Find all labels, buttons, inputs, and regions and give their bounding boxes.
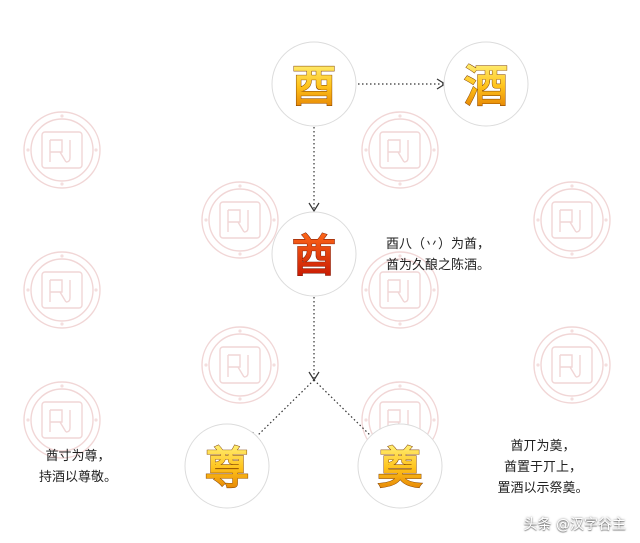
char-jiu: 酒 (464, 61, 508, 112)
note-zun: 酋寸为尊， 持酒以尊敬。 (38, 449, 117, 485)
char-qiu: 酋 (292, 231, 336, 282)
char-dian: 奠 (378, 443, 423, 494)
node-dian: 奠 (357, 423, 443, 509)
watermark-seal (201, 326, 279, 404)
connector-split-to-dian (313, 379, 376, 441)
attribution-watermark: 头条 @汉字谷主 (523, 517, 626, 533)
node-jiu: 酒 (443, 41, 529, 127)
watermark-seal (533, 326, 611, 404)
node-zun: 尊 (184, 423, 270, 509)
note-qiu: 酉八（丷）为酋， 酋为久酿之陈酒。 (386, 237, 491, 273)
watermark-seal (361, 111, 439, 189)
watermark-seal (201, 181, 279, 259)
connector-split-to-zun (252, 379, 315, 441)
watermark-seal (23, 251, 101, 329)
note-dian: 酋丌为奠， 酋置于丌上， 置酒以示祭奠。 (497, 439, 589, 496)
watermark-seal (533, 181, 611, 259)
char-you: 酉 (292, 61, 336, 112)
char-zun: 尊 (205, 443, 249, 494)
node-you: 酉 (271, 41, 357, 127)
node-qiu: 酋 (271, 211, 357, 297)
watermark-seal (23, 111, 101, 189)
arrowhead-qiu (308, 202, 320, 213)
